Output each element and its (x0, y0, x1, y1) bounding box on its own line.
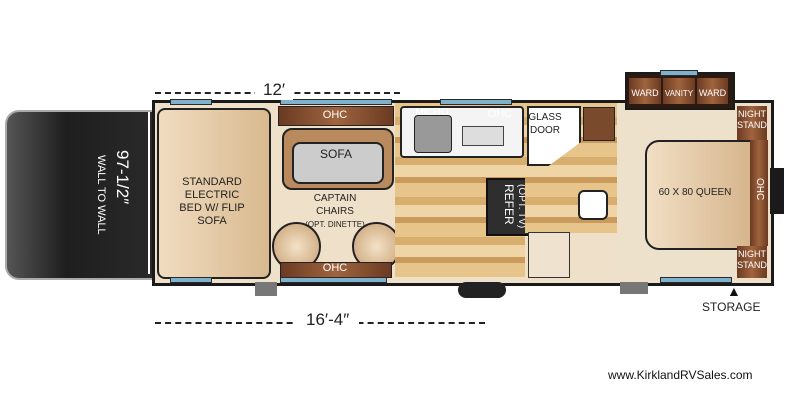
window (280, 277, 387, 283)
window (170, 99, 212, 105)
captain-chairs-note: (OPT. DINETTE) (305, 220, 365, 229)
electric-bed (157, 108, 271, 279)
queen-label: 60 X 80 QUEEN (658, 187, 732, 198)
vanity (663, 78, 695, 104)
bed-label: STANDARD ELECTRIC BED W/ FLIP SOFA (179, 176, 245, 227)
micro-label: MICRO (415, 107, 449, 118)
nightstand-bottom (737, 246, 767, 278)
sink (462, 126, 504, 146)
entry-step (620, 282, 648, 294)
ohc-top (278, 106, 394, 126)
stove (414, 115, 452, 153)
ohc-bedroom-label: OHC (754, 178, 765, 201)
nightstand-top-label: NIGHT STAND (737, 109, 767, 130)
ohc-kitchen-label: OHC (487, 108, 513, 120)
ohc-bedroom (750, 140, 768, 246)
ohc-bottom-label: OHC (322, 262, 348, 274)
front-cap (770, 168, 784, 214)
depth-label: 97-1/2″ (113, 150, 132, 205)
window (660, 277, 732, 283)
sofa-seat (292, 142, 384, 184)
bath-sink (583, 107, 615, 141)
toilet (578, 190, 608, 220)
width-dimension: 12′ (255, 80, 294, 100)
storage-label: STORAGE (702, 300, 761, 314)
glass-door-label: GLASS DOOR (528, 112, 562, 136)
vanity-label: VANITY (664, 89, 694, 98)
window (280, 99, 392, 105)
wheel (458, 282, 506, 298)
window (660, 70, 698, 76)
ward-left-label: WARD (631, 88, 659, 98)
nightstand-bottom-label: NIGHT STAND (737, 249, 767, 270)
length-dimension: 16′-4″ (296, 310, 360, 330)
ward-right (697, 78, 728, 104)
refer-note: (OPT. TV) (516, 184, 527, 229)
queen-bed (645, 140, 754, 250)
ward-right-label: WARD (698, 88, 727, 98)
captain-chairs-label: CAPTAIN CHAIRS (313, 193, 357, 217)
entry-step (255, 282, 277, 296)
nightstand-top (737, 106, 767, 140)
depth-note: WALL TO WALL (95, 155, 107, 235)
entry-steps (528, 232, 570, 278)
window (170, 277, 212, 283)
sofa-label: SOFA (319, 147, 352, 161)
window (440, 99, 512, 105)
ward-left (629, 78, 661, 104)
ohc-top-label: OHC (322, 109, 348, 121)
website-url[interactable]: www.KirklandRVSales.com (608, 368, 753, 382)
ramp-door (5, 110, 157, 280)
depth-arrow (148, 112, 150, 274)
storage-arrow-icon: ▲ (727, 283, 741, 299)
refer-label: REFER (502, 184, 516, 225)
